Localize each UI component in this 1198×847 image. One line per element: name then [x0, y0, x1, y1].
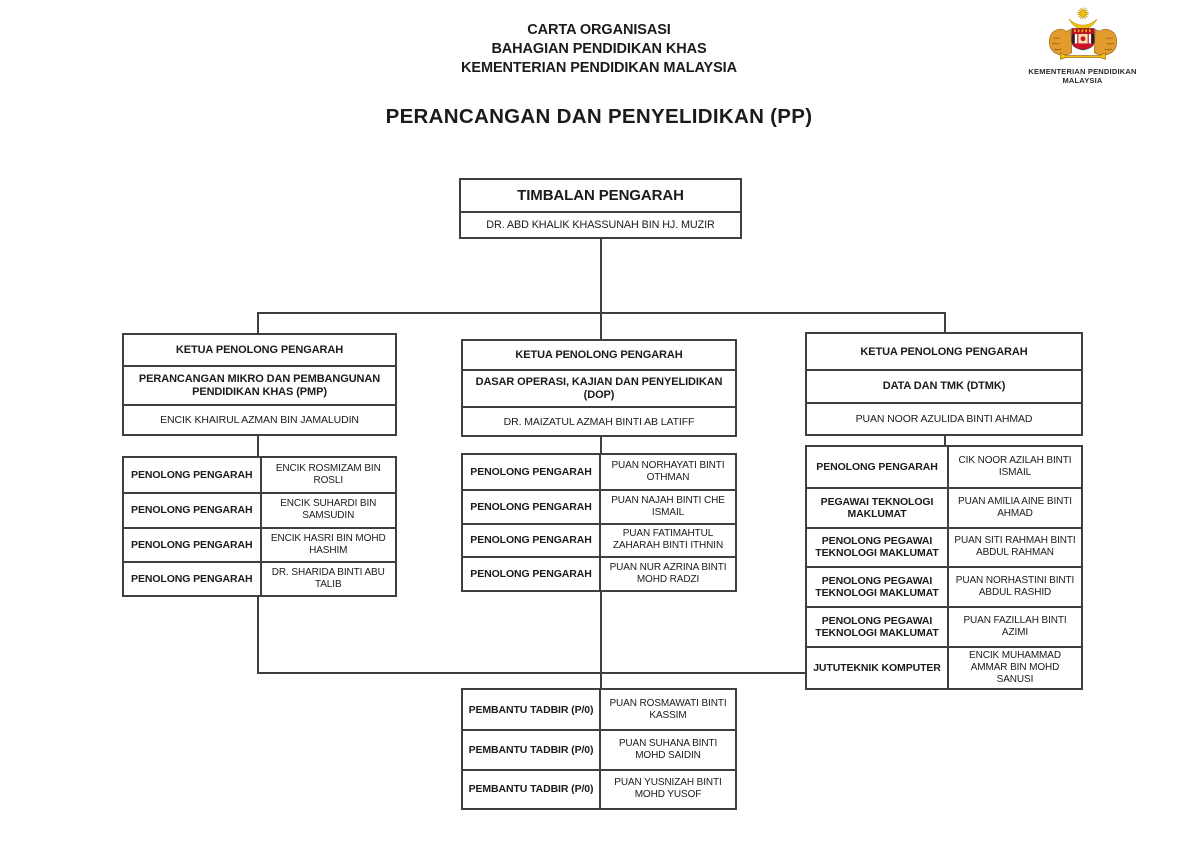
- branch-header-pmp: KETUA PENOLONG PENGARAH PERANCANGAN MIKR…: [122, 333, 397, 436]
- branch-unit: DATA DAN TMK (DTMK): [807, 369, 1081, 402]
- name-cell: PUAN SITI RAHMAH BINTI ABDUL RAHMAN: [947, 526, 1081, 567]
- name-cell: PUAN NORHASTINI BINTI ABDUL RASHID: [947, 566, 1081, 607]
- name-cell: ENCIK SUHARDI BIN SAMSUDIN: [259, 492, 395, 527]
- branch-unit: PERANCANGAN MIKRO DAN PEMBANGUNAN PENDID…: [138, 372, 381, 398]
- branch-unit: DASAR OPERASI, KAJIAN DAN PENYELIDIKAN (…: [475, 375, 723, 401]
- header-line-3: KEMENTERIAN PENDIDIKAN MALAYSIA: [461, 60, 737, 76]
- role-cell: PENOLONG PENGARAH: [124, 526, 260, 561]
- connector-dop-support-vertical: [600, 591, 602, 689]
- branch-name: PUAN NOOR AZULIDA BINTI AHMAD: [807, 402, 1081, 434]
- root-name: DR. ABD KHALIK KHASSUNAH BIN HJ. MUZIR: [461, 211, 740, 237]
- root-box: TIMBALAN PENGARAH DR. ABD KHALIK KHASSUN…: [459, 178, 742, 239]
- role-cell: PENOLONG PENGARAH: [463, 556, 599, 590]
- role-cell: PENOLONG PEGAWAI TEKNOLOGI MAKLUMAT: [807, 606, 947, 646]
- connector-drop-pmp: [257, 312, 259, 334]
- role-cell: PENOLONG PENGARAH: [124, 492, 260, 526]
- role-cell: PENOLONG PEGAWAI TEKNOLOGI MAKLUMAT: [807, 566, 947, 606]
- branch-role: KETUA PENOLONG PENGARAH: [860, 345, 1028, 358]
- role-cell: PENOLONG PENGARAH: [131, 469, 253, 482]
- role-cell: PENOLONG PENGARAH: [463, 522, 599, 557]
- role-cell: PENOLONG PENGARAH: [463, 488, 599, 523]
- name-cell: PUAN ROSMAWATI BINTI KASSIM: [599, 690, 735, 730]
- header-line-2: BAHAGIAN PENDIDIKAN KHAS: [491, 41, 707, 57]
- branch-name: DR. MAIZATUL AZMAH BINTI AB LATIFF: [463, 406, 735, 435]
- branch-name: ENCIK KHAIRUL AZMAN BIN JAMALUDIN: [124, 404, 395, 434]
- branch-header-dop: KETUA PENOLONG PENGARAH DASAR OPERASI, K…: [461, 339, 737, 437]
- name-cell: PUAN NORHAYATI BINTI OTHMAN: [599, 455, 735, 489]
- role-cell: PENOLONG PENGARAH: [470, 465, 592, 478]
- role-cell: PEMBANTU TADBIR (P/0): [468, 703, 594, 716]
- branch-header-dtmk: KETUA PENOLONG PENGARAH DATA DAN TMK (DT…: [805, 332, 1083, 436]
- connector-bottom-horizontal: [257, 672, 805, 674]
- header-line-1: CARTA ORGANISASI: [527, 22, 671, 38]
- role-cell: PEGAWAI TEKNOLOGI MAKLUMAT: [807, 486, 947, 527]
- name-cell: PUAN AMILIA AINE BINTI AHMAD: [947, 486, 1081, 527]
- branch-role: KETUA PENOLONG PENGARAH: [515, 349, 683, 361]
- name-cell: ENCIK HASRI BIN MOHD HASHIM: [259, 526, 395, 561]
- staff-table-pmp: PENOLONG PENGARAH ENCIK ROSMIZAM BIN ROS…: [122, 456, 397, 597]
- connector-dtmk-staff: [944, 431, 946, 446]
- document-header: CARTA ORGANISASI BAHAGIAN PENDIDIKAN KHA…: [299, 21, 899, 78]
- name-cell: ENCIK ROSMIZAM BIN ROSLI: [259, 458, 396, 493]
- role-cell: JUTUTEKNIK KOMPUTER: [807, 645, 947, 688]
- staff-table-dtmk: PENOLONG PENGARAH CIK NOOR AZILAH BINTI …: [805, 445, 1083, 690]
- staff-table-dop: PENOLONG PENGARAH PUAN NORHAYATI BINTI O…: [461, 453, 737, 592]
- connector-pmp-bottom-vertical: [257, 596, 259, 674]
- page-title: PERANCANGAN DAN PENYELIDIKAN (PP): [385, 105, 813, 128]
- branch-role: KETUA PENOLONG PENGARAH: [175, 344, 344, 356]
- support-staff-table: PEMBANTU TADBIR (P/0) PUAN ROSMAWATI BIN…: [461, 688, 737, 810]
- connector-drop-dtmk: [944, 312, 946, 333]
- name-cell: PUAN FATIMAHTUL ZAHARAH BINTI ITHNIN: [599, 522, 735, 557]
- name-cell: PUAN NAJAH BINTI CHE ISMAIL: [599, 488, 735, 523]
- connector-pmp-staff: [257, 431, 259, 457]
- connector-drop-dop: [600, 312, 602, 340]
- name-cell: ENCIK MUHAMMAD AMMAR BIN MOHD SANUSI: [947, 645, 1081, 688]
- root-role: TIMBALAN PENGARAH: [517, 187, 684, 204]
- name-cell: CIK NOOR AZILAH BINTI ISMAIL: [947, 447, 1081, 487]
- role-cell: PEMBANTU TADBIR (P/0): [463, 768, 599, 808]
- name-cell: DR. SHARIDA BINTI ABU TALIB: [259, 560, 395, 595]
- name-cell: PUAN FAZILLAH BINTI AZIMI: [947, 606, 1081, 646]
- connector-dop-staff: [600, 432, 602, 454]
- connector-root-vertical: [600, 235, 602, 313]
- logo-caption: KEMENTERIAN PENDIDIKAN MALAYSIA: [1028, 67, 1137, 85]
- role-cell: PEMBANTU TADBIR (P/0): [463, 729, 599, 768]
- name-cell: PUAN SUHANA BINTI MOHD SAIDIN: [599, 729, 735, 769]
- ministry-logo-block: KEMENTERIAN PENDIDIKAN MALAYSIA: [1010, 6, 1155, 85]
- role-cell: PENOLONG PENGARAH: [816, 460, 938, 473]
- coat-of-arms-logo: [1048, 7, 1117, 60]
- name-cell: PUAN YUSNIZAH BINTI MOHD YUSOF: [599, 768, 735, 808]
- name-cell: PUAN NUR AZRINA BINTI MOHD RADZI: [599, 556, 735, 590]
- role-cell: PENOLONG PENGARAH: [124, 560, 260, 595]
- role-cell: PENOLONG PEGAWAI TEKNOLOGI MAKLUMAT: [807, 526, 947, 567]
